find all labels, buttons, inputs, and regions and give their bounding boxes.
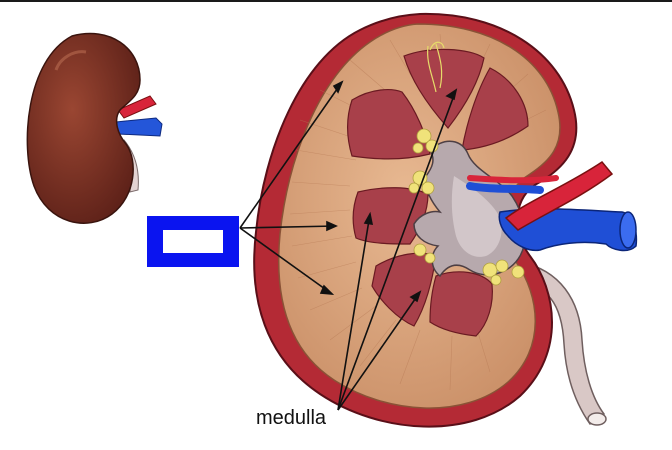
arrowhead-3 — [319, 284, 335, 295]
renal-artery — [504, 161, 614, 231]
medulla-line-1 — [337, 89, 457, 411]
top-border — [0, 0, 672, 2]
external-kidney — [26, 32, 163, 224]
renal-sinus-fat — [408, 128, 525, 286]
kidney-body-small — [26, 32, 141, 224]
nephron-detail — [427, 41, 445, 93]
kidney-cross-section — [253, 12, 638, 428]
medulla-arrowhead-2 — [363, 211, 374, 225]
pyramid-5 — [371, 252, 437, 327]
medullary-pyramids — [346, 48, 529, 337]
medulla-pointer-lines — [337, 88, 458, 411]
medulla-line-3 — [337, 291, 421, 411]
pyramid-2 — [461, 67, 529, 151]
kidney-highlight-small — [54, 50, 87, 71]
pyramid-4 — [352, 187, 429, 245]
medulla-arrowhead-1 — [445, 88, 458, 101]
answer-blank-box[interactable] — [147, 216, 239, 267]
medulla-line-2 — [337, 213, 371, 411]
artery-branch — [467, 175, 559, 184]
pointer-line-3 — [239, 227, 333, 295]
pyramid-1 — [403, 48, 485, 129]
label-pointer-lines — [239, 80, 344, 295]
ureter — [510, 261, 606, 426]
arrowhead-1 — [332, 80, 344, 94]
medulla-label: medulla — [256, 407, 327, 429]
pyramid-3 — [346, 89, 431, 160]
renal-vein-end — [619, 211, 637, 249]
pointer-line-1 — [239, 81, 343, 229]
pointer-line-2 — [239, 225, 337, 229]
answer-blank-input[interactable] — [163, 230, 223, 253]
pyramid-6 — [429, 271, 493, 337]
medulla-arrowhead-3 — [409, 290, 422, 303]
vein-branch — [466, 182, 544, 194]
ureter-end — [587, 412, 607, 426]
renal-artery-small — [117, 95, 157, 119]
pelvis-inner — [451, 176, 502, 257]
arrowhead-2 — [326, 220, 338, 232]
renal-vein-small — [115, 117, 163, 137]
